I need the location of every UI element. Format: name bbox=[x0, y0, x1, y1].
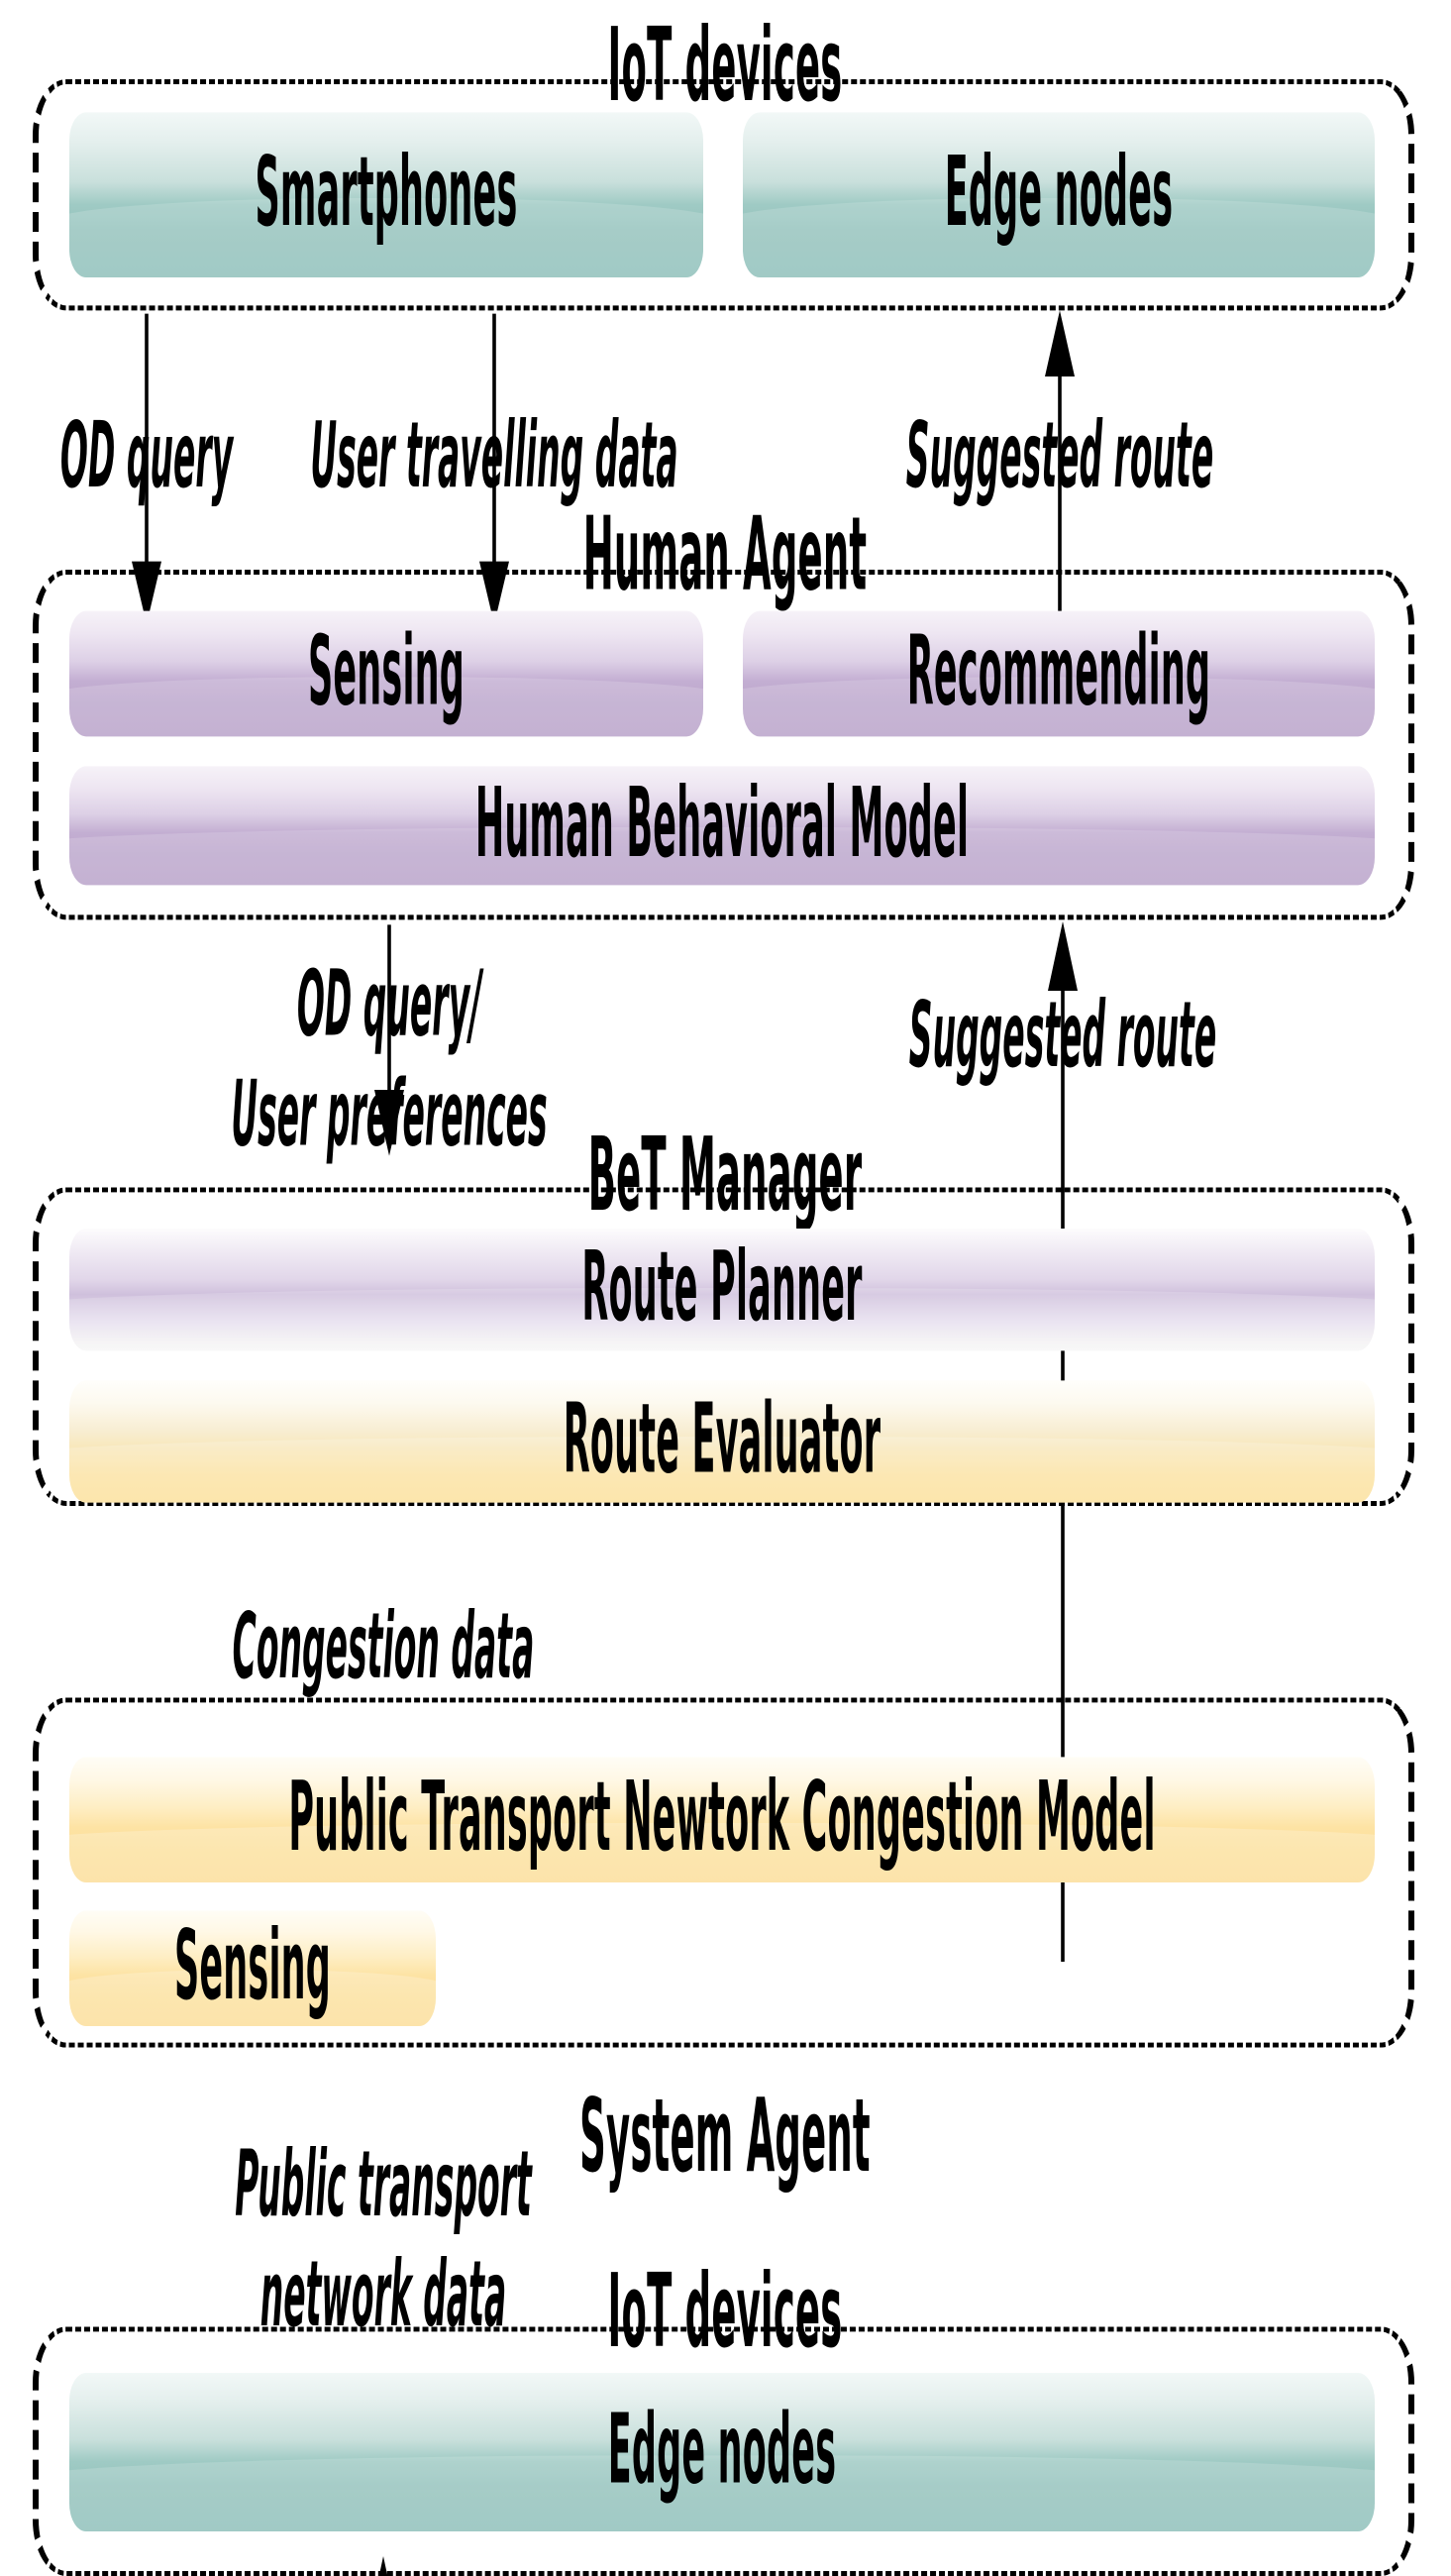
edge-label-od-query: OD query bbox=[59, 401, 234, 509]
edge-label-od-query-user-preferences: OD query/ User preferences bbox=[176, 949, 602, 1171]
node-human-behavioral-model[interactable]: Human Behavioral Model bbox=[69, 766, 1375, 886]
node-label: Human Behavioral Model bbox=[474, 770, 970, 881]
node-route-evaluator[interactable]: Route Evaluator bbox=[69, 1380, 1375, 1503]
node-label: Recommending bbox=[906, 618, 1211, 729]
edge-label-line-1: OD query/ bbox=[296, 949, 482, 1057]
edge-label-line-1: Public transport bbox=[235, 2130, 532, 2238]
group-human-agent bbox=[33, 570, 1414, 920]
node-label: Route Evaluator bbox=[563, 1386, 881, 1497]
edge-label-suggested-route-top: Suggested route bbox=[905, 401, 1214, 509]
caption-iot-devices-bottom: IoT devices bbox=[607, 2252, 843, 2371]
node-human-sensing[interactable]: Sensing bbox=[69, 610, 703, 737]
node-label: Edge nodes bbox=[944, 140, 1174, 251]
group-bet-manager bbox=[33, 1187, 1414, 1506]
edge-label-suggested-route-bet: Suggested route bbox=[908, 981, 1217, 1089]
group-iot-devices-top bbox=[33, 79, 1414, 311]
edge-label-user-travelling-data: User travelling data bbox=[310, 401, 678, 509]
node-label: Smartphones bbox=[255, 140, 518, 251]
edge-label-line-2: User preferences bbox=[231, 1060, 548, 1168]
edge-label-congestion-data: Congestion data bbox=[232, 1591, 535, 1699]
node-route-planner[interactable]: Route Planner bbox=[69, 1229, 1375, 1351]
caption-system-agent: System Agent bbox=[579, 2077, 871, 2197]
caption-bet-manager: BeT Manager bbox=[587, 1116, 863, 1235]
node-label: Edge nodes bbox=[607, 2397, 837, 2508]
node-label: Public Transport Newtork Congestion Mode… bbox=[288, 1765, 1156, 1876]
node-smartphones[interactable]: Smartphones bbox=[69, 112, 703, 277]
node-system-sensing[interactable]: Sensing bbox=[69, 1910, 436, 2026]
group-system-agent bbox=[33, 1697, 1414, 2048]
node-label: Sensing bbox=[307, 618, 466, 729]
edge-label-public-transport-network-data: Public transport network data bbox=[175, 2130, 591, 2352]
node-edge-nodes-top[interactable]: Edge nodes bbox=[743, 112, 1375, 277]
node-edge-nodes-bottom[interactable]: Edge nodes bbox=[69, 2373, 1375, 2531]
node-label: Sensing bbox=[173, 1913, 332, 2024]
caption-human-agent: Human Agent bbox=[582, 495, 868, 614]
caption-iot-devices-top: IoT devices bbox=[607, 6, 843, 126]
node-recommending[interactable]: Recommending bbox=[743, 610, 1375, 737]
node-congestion-model[interactable]: Public Transport Newtork Congestion Mode… bbox=[69, 1757, 1375, 1882]
group-iot-devices-bottom bbox=[33, 2326, 1414, 2576]
node-label: Route Planner bbox=[581, 1234, 863, 1345]
